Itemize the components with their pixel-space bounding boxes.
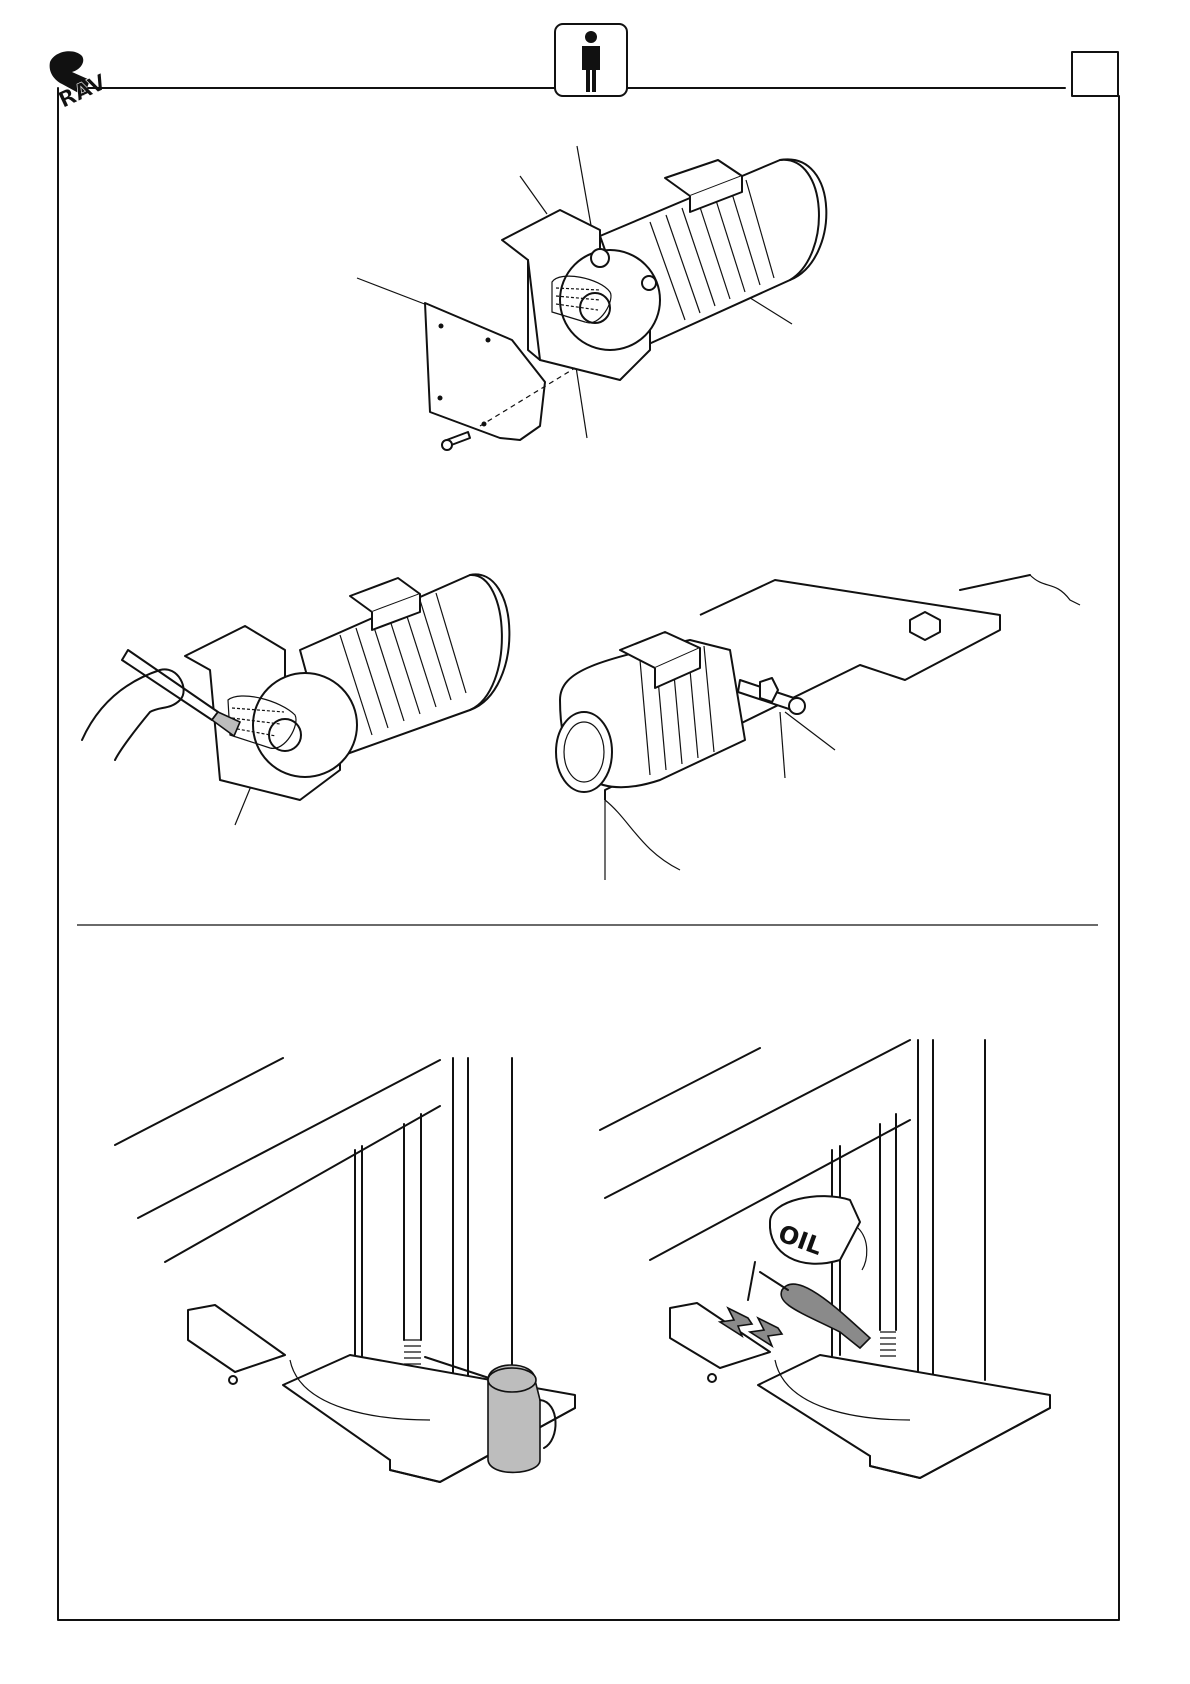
grease-gun-lubrication-illustration: OIL (600, 1040, 1050, 1478)
chain-greasing-brush-illustration (82, 574, 509, 825)
page-number-box (1072, 52, 1118, 96)
chain-guard-removal-illustration (357, 146, 826, 450)
oil-can-lubrication-illustration (115, 1058, 575, 1482)
motor-tension-bolt-illustration (556, 575, 1080, 880)
